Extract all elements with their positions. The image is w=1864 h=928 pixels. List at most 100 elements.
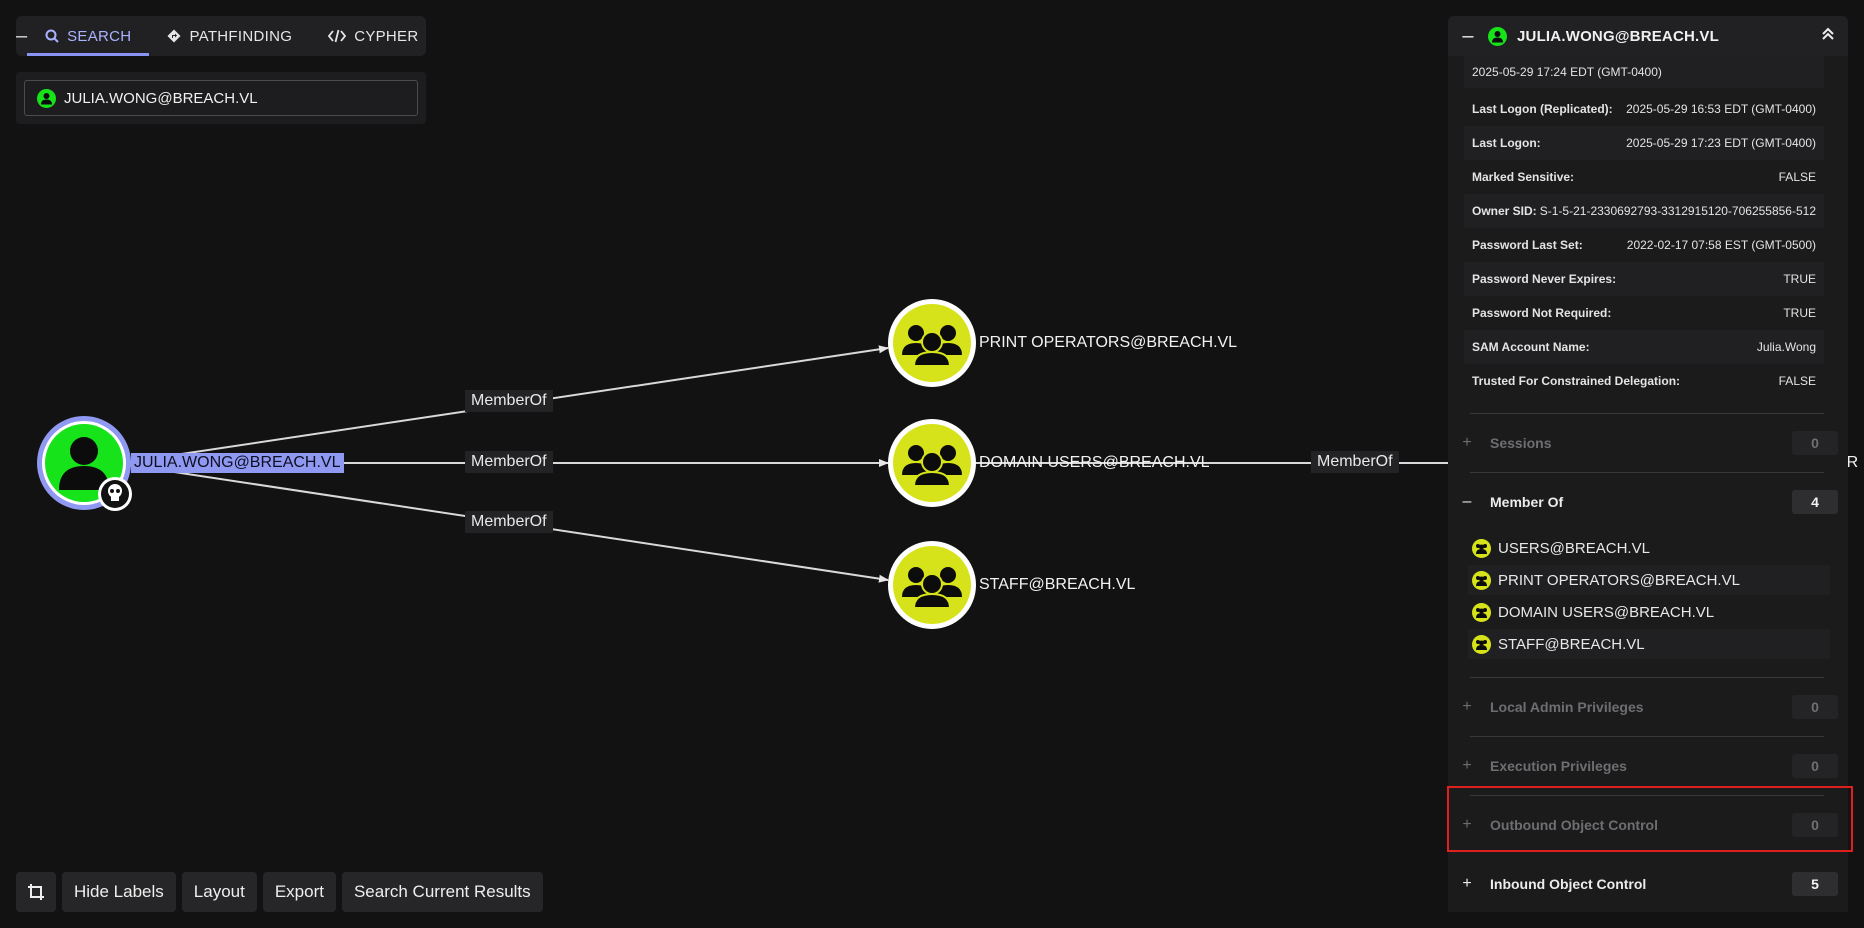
tab-pathfinding[interactable]: PATHFINDING — [149, 16, 310, 56]
member-item[interactable]: USERS@BREACH.VL — [1468, 533, 1830, 563]
node-group-staff[interactable] — [888, 541, 976, 629]
property-key: Marked Sensitive: — [1472, 170, 1575, 184]
section-count: 0 — [1792, 813, 1838, 837]
divider — [1470, 736, 1824, 737]
node-label-staff[interactable]: STAFF@BREACH.VL — [979, 576, 1136, 593]
graph-canvas[interactable] — [0, 0, 1448, 928]
property-value: FALSE — [1778, 170, 1816, 184]
section-execution-privileges[interactable]: + Execution Privileges 0 — [1458, 749, 1838, 783]
layout-button[interactable]: Layout — [181, 872, 257, 912]
property-value: TRUE — [1783, 272, 1816, 286]
edge-label-memberof[interactable]: MemberOf — [465, 390, 553, 412]
user-icon — [37, 88, 56, 108]
property-key: Last Logon: — [1472, 136, 1541, 150]
node-user-julia-wong[interactable] — [37, 416, 132, 511]
group-icon — [1472, 538, 1491, 558]
group-icon — [1472, 634, 1491, 654]
property-key: Password Last Set: — [1472, 238, 1583, 252]
property-key: Last Logon (Replicated): — [1472, 102, 1613, 116]
member-label: STAFF@BREACH.VL — [1498, 635, 1645, 653]
chevrons-up-icon — [1822, 27, 1834, 40]
edge-label-memberof[interactable]: MemberOf — [465, 511, 553, 533]
property-marked-sensitive: Marked Sensitive: FALSE — [1464, 160, 1824, 194]
minus-icon: – — [1462, 493, 1472, 510]
hide-labels-button[interactable]: Hide Labels — [62, 872, 176, 912]
property-value: S-1-5-21-2330692793-3312915120-706255856… — [1539, 204, 1816, 218]
section-member-of[interactable]: – Member Of 4 — [1458, 485, 1838, 519]
plus-icon: + — [1462, 698, 1472, 715]
route-icon — [167, 29, 181, 43]
tab-search[interactable]: SEARCH — [27, 16, 150, 56]
skull-icon — [98, 477, 132, 511]
property-value: FALSE — [1778, 374, 1816, 388]
tab-search-label: SEARCH — [67, 27, 132, 45]
section-label: Outbound Object Control — [1490, 817, 1658, 833]
search-input-value: JULIA.WONG@BREACH.VL — [64, 89, 258, 107]
section-inbound-object-control[interactable]: + Inbound Object Control 5 — [1458, 867, 1838, 901]
member-label: DOMAIN USERS@BREACH.VL — [1498, 603, 1715, 621]
node-group-domain-users[interactable] — [888, 419, 976, 507]
property-trusted-for-constrained-delegation: Trusted For Constrained Delegation: FALS… — [1464, 364, 1824, 398]
user-icon — [59, 437, 109, 490]
property-key: Trusted For Constrained Delegation: — [1472, 374, 1681, 388]
section-label: Execution Privileges — [1490, 758, 1627, 774]
section-count: 0 — [1792, 754, 1838, 778]
plus-icon: + — [1462, 816, 1472, 833]
minimize-entity-panel-button[interactable]: – — [1462, 24, 1474, 47]
edge-label-memberof[interactable]: MemberOf — [1311, 451, 1399, 473]
node-group-print-operators[interactable] — [888, 299, 976, 387]
node-label-print-operators[interactable]: PRINT OPERATORS@BREACH.VL — [979, 334, 1238, 351]
code-icon — [328, 29, 347, 43]
collapse-panel-button[interactable] — [1808, 27, 1848, 45]
entity-panel-body[interactable]: 2025-05-29 17:24 EDT (GMT-0400) Last Log… — [1448, 56, 1848, 912]
node-label-user[interactable]: JULIA.WONG@BREACH.VL — [131, 453, 344, 473]
property-value: 2025-05-29 17:23 EDT (GMT-0400) — [1626, 136, 1816, 150]
member-label: USERS@BREACH.VL — [1498, 539, 1650, 557]
property-key: Owner SID: — [1472, 204, 1537, 218]
property-value: 2025-05-29 17:24 EDT (GMT-0400) — [1472, 65, 1662, 79]
crop-icon — [28, 884, 44, 900]
entity-panel-title: JULIA.WONG@BREACH.VL — [1517, 27, 1719, 45]
crop-button[interactable] — [16, 872, 56, 912]
minimize-panel-button[interactable]: – — [16, 24, 28, 47]
export-button[interactable]: Export — [262, 872, 336, 912]
divider — [1470, 472, 1824, 473]
section-count: 5 — [1792, 872, 1838, 896]
node-label-domain-users[interactable]: DOMAIN USERS@BREACH.VL — [979, 454, 1210, 471]
property-password-not-required: Password Not Required: TRUE — [1464, 296, 1824, 330]
property-owner-sid: Owner SID: S-1-5-21-2330692793-331291512… — [1464, 194, 1824, 228]
search-box-container: JULIA.WONG@BREACH.VL — [16, 72, 426, 124]
group-icon — [902, 325, 962, 367]
divider — [1470, 795, 1824, 796]
tab-pathfinding-label: PATHFINDING — [189, 27, 293, 45]
plus-icon: + — [1462, 434, 1472, 451]
section-outbound-object-control[interactable]: + Outbound Object Control 0 — [1458, 808, 1838, 842]
tab-cypher[interactable]: CYPHER — [310, 16, 436, 56]
group-icon — [902, 567, 962, 609]
property-key: Password Never Expires: — [1472, 272, 1617, 286]
section-local-admin-privileges[interactable]: + Local Admin Privileges 0 — [1458, 690, 1838, 724]
divider — [1470, 677, 1824, 678]
plus-icon: + — [1462, 757, 1472, 774]
section-label: Local Admin Privileges — [1490, 699, 1644, 715]
section-count: 0 — [1792, 695, 1838, 719]
property-last-logon-replicated: Last Logon (Replicated): 2025-05-29 16:5… — [1464, 92, 1824, 126]
group-icon — [1472, 570, 1491, 590]
search-current-results-button[interactable]: Search Current Results — [341, 872, 543, 912]
member-item[interactable]: DOMAIN USERS@BREACH.VL — [1468, 597, 1830, 627]
member-item[interactable]: PRINT OPERATORS@BREACH.VL — [1468, 565, 1830, 595]
property-value: Julia.Wong — [1756, 340, 1816, 354]
property-last-logon: Last Logon: 2025-05-29 17:23 EDT (GMT-04… — [1464, 126, 1824, 160]
member-item[interactable]: STAFF@BREACH.VL — [1468, 629, 1830, 659]
section-count: 0 — [1792, 431, 1838, 455]
section-count: 4 — [1792, 490, 1838, 514]
property-sam-account-name: SAM Account Name: Julia.Wong — [1464, 330, 1824, 364]
entity-panel-header: – JULIA.WONG@BREACH.VL — [1448, 16, 1848, 56]
divider — [1470, 413, 1824, 414]
section-sessions[interactable]: + Sessions 0 — [1458, 426, 1838, 460]
property-key: SAM Account Name: — [1472, 340, 1590, 354]
property-key: Password Not Required: — [1472, 306, 1612, 320]
section-label: Member Of — [1490, 494, 1564, 510]
search-input[interactable]: JULIA.WONG@BREACH.VL — [24, 80, 418, 116]
edge-label-memberof[interactable]: MemberOf — [465, 451, 553, 473]
